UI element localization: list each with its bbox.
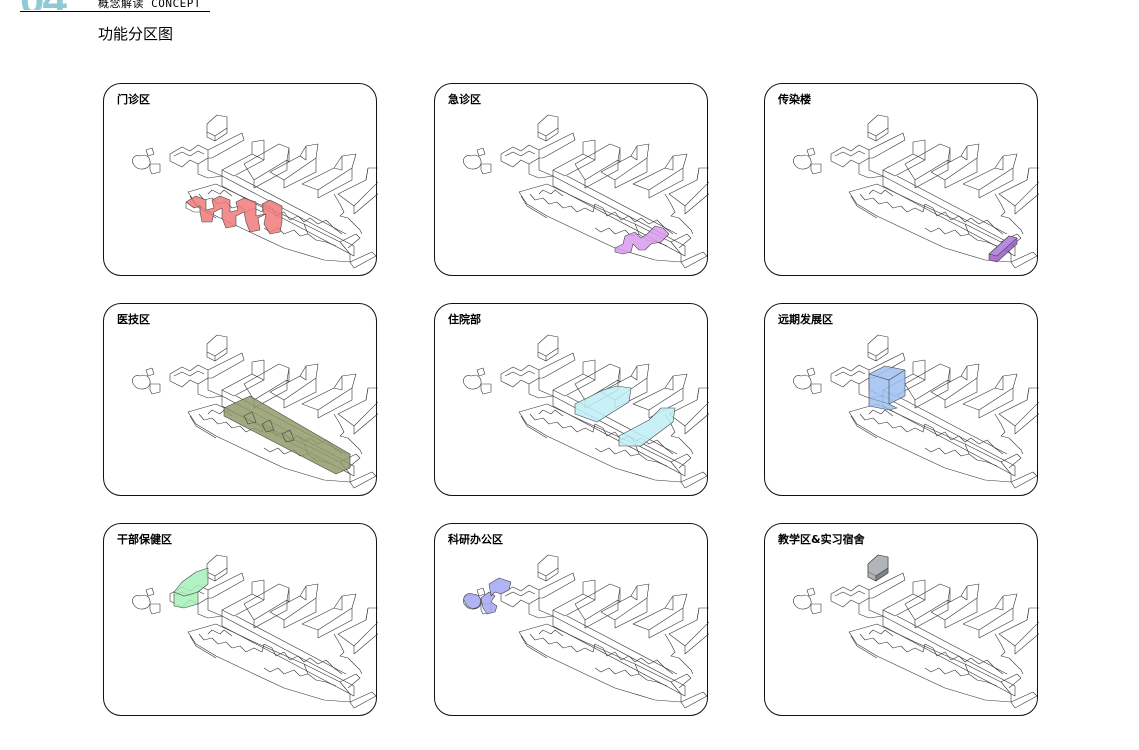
- zone-label: 传染楼: [778, 93, 811, 106]
- zone-panel-cadre: 干部保健区: [103, 523, 378, 716]
- zone-label: 住院部: [448, 313, 481, 326]
- massing-diagram: [793, 114, 1039, 269]
- zone-label: 科研办公区: [448, 533, 503, 546]
- zone-panel-inpatient: 住院部: [434, 303, 709, 496]
- massing-diagram: [463, 334, 709, 489]
- section-label: 概念解读 CONCEPT: [98, 0, 201, 10]
- zone-label: 远期发展区: [778, 313, 833, 326]
- zone-label: 医技区: [117, 313, 150, 326]
- zone-panel-outpatient: 门诊区: [103, 83, 378, 276]
- zone-label: 教学区&实习宿舍: [778, 533, 865, 546]
- zone-label: 干部保健区: [117, 533, 172, 546]
- zone-panel-research: 科研办公区: [434, 523, 709, 716]
- zone-panel-future: 远期发展区: [764, 303, 1039, 496]
- massing-diagram: [132, 334, 378, 489]
- massing-diagram: [793, 554, 1039, 709]
- page-title: 功能分区图: [98, 25, 174, 43]
- massing-diagram: [463, 114, 709, 269]
- section-number: 04: [20, 0, 78, 10]
- zone-label: 门诊区: [117, 93, 150, 106]
- zone-panel-emergency: 急诊区: [434, 83, 709, 276]
- massing-diagram: [132, 554, 378, 709]
- header-rule: [20, 11, 210, 12]
- zone-panel-infectious: 传染楼: [764, 83, 1039, 276]
- massing-diagram: [132, 114, 378, 269]
- zone-panel-teaching: 教学区&实习宿舍: [764, 523, 1039, 716]
- massing-diagram: [793, 334, 1039, 489]
- zone-label: 急诊区: [448, 93, 481, 106]
- massing-diagram: [463, 554, 709, 709]
- zone-panel-medtech: 医技区: [103, 303, 378, 496]
